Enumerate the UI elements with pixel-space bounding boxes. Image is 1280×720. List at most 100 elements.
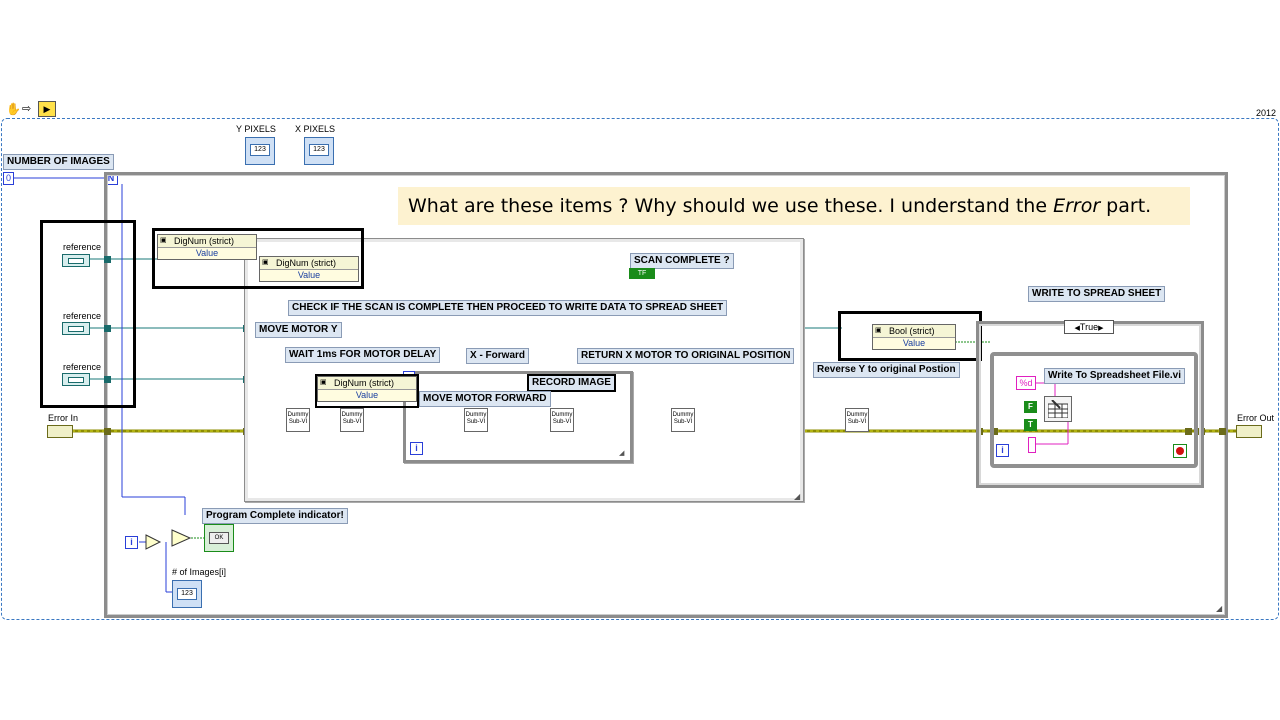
property-value-field[interactable]: Value xyxy=(195,248,219,258)
property-value-field[interactable]: Value xyxy=(355,390,379,400)
reverse-y-label: Reverse Y to original Postion xyxy=(813,362,960,378)
reference-glyph-icon: ▣ xyxy=(875,327,882,334)
number-of-images-label: NUMBER OF IMAGES xyxy=(3,154,114,170)
inner-for-loop-frame[interactable] xyxy=(403,371,633,463)
highlight-box-bool-node xyxy=(838,311,982,361)
resize-handle-icon[interactable]: ◢ xyxy=(794,492,801,501)
highlight-box-property-node-3 xyxy=(315,374,419,408)
string-input[interactable] xyxy=(1028,437,1036,453)
hand-icon[interactable]: ✋ xyxy=(6,102,21,116)
diagram-frame xyxy=(1,118,1279,620)
scan-complete-indicator[interactable]: TF xyxy=(629,268,655,279)
error-out-indicator[interactable] xyxy=(1236,425,1262,438)
resize-handle-icon[interactable]: ◢ xyxy=(1216,604,1223,613)
x-pixels-label: X PIXELS xyxy=(295,124,336,134)
property-node-title: DigNum (strict) xyxy=(276,258,336,268)
stop-dot-icon xyxy=(1176,447,1184,455)
diagram-toolbar: ✋ ⇨ ▶ xyxy=(4,101,58,117)
ok-button-glyph: OK xyxy=(209,532,229,544)
highlight-box-property-nodes xyxy=(152,228,364,289)
resize-handle-icon[interactable]: ◢ xyxy=(619,450,625,457)
iteration-terminal: i xyxy=(410,442,423,455)
error-in-label: Error In xyxy=(48,413,79,423)
property-node-title: DigNum (strict) xyxy=(174,236,234,246)
tunnel xyxy=(104,325,111,332)
dignum-property-node-2[interactable]: ▣ DigNum (strict) Value xyxy=(259,256,359,282)
error-out-label: Error Out xyxy=(1237,413,1275,423)
reference-label-3: reference xyxy=(63,362,102,372)
num-images-indicator[interactable]: 123 xyxy=(172,580,202,608)
reference-label-2: reference xyxy=(63,311,102,321)
stop-condition-icon[interactable] xyxy=(1173,444,1187,458)
write-spreadsheet-icon[interactable] xyxy=(1044,396,1072,422)
reference-control-2[interactable] xyxy=(62,322,90,335)
error-tunnel xyxy=(1219,428,1226,435)
error-tunnel xyxy=(991,428,998,435)
dignum-property-node-1[interactable]: ▣ DigNum (strict) Value xyxy=(157,234,257,260)
reference-control-1[interactable] xyxy=(62,254,90,267)
dignum-property-node-3[interactable]: ▣ DigNum (strict) Value xyxy=(317,376,417,402)
num-images-i-label: # of Images[i] xyxy=(172,567,227,577)
x-pixels-control[interactable]: 123 xyxy=(304,137,334,165)
question-callout: What are these items ? Why should we use… xyxy=(398,187,1190,225)
check-scan-complete-label: CHECK IF THE SCAN IS COMPLETE THEN PROCE… xyxy=(288,300,728,316)
year-label: 2012 xyxy=(1256,108,1277,118)
reference-glyph-icon: ▣ xyxy=(320,379,327,386)
error-tunnel xyxy=(1185,428,1192,435)
error-in-control[interactable] xyxy=(47,425,73,438)
property-node-title: DigNum (strict) xyxy=(334,378,394,388)
numeric-icon: 123 xyxy=(309,144,329,156)
callout-emphasis: Error xyxy=(1053,195,1101,217)
wait-1ms-label: WAIT 1ms FOR MOTOR DELAY xyxy=(285,347,441,363)
iteration-terminal: i xyxy=(996,444,1009,457)
scan-complete-label: SCAN COMPLETE ? xyxy=(630,253,734,269)
n-constant[interactable]: 0 xyxy=(3,172,14,185)
property-value-field[interactable]: Value xyxy=(297,270,321,280)
move-motor-forward-label: MOVE MOTOR FORWARD xyxy=(419,391,551,407)
tunnel xyxy=(104,376,111,383)
run-icon[interactable]: ▶ xyxy=(38,101,56,117)
prev-case-icon[interactable]: ◀ xyxy=(1074,325,1080,332)
iteration-terminal: i xyxy=(125,536,138,549)
case-selector[interactable]: ◀True▶ xyxy=(1064,320,1114,334)
record-image-label: RECORD IMAGE xyxy=(527,374,616,392)
move-motor-y-label: MOVE MOTOR Y xyxy=(255,322,342,338)
return-x-motor-label: RETURN X MOTOR TO ORIGINAL POSITION xyxy=(577,348,795,364)
for-loop-frame[interactable] xyxy=(104,172,1228,618)
while-loop-frame[interactable] xyxy=(990,352,1198,468)
numeric-icon: 123 xyxy=(250,144,270,156)
format-string-constant[interactable]: %d xyxy=(1016,376,1036,390)
spreadsheet-grid-icon xyxy=(1048,400,1068,418)
case-selector-value: True xyxy=(1079,322,1099,332)
error-tunnel xyxy=(104,428,111,435)
write-spreadsheet-vi-label: Write To Spreadsheet File.vi xyxy=(1044,368,1185,384)
tunnel xyxy=(104,256,111,263)
flat-sequence-main[interactable] xyxy=(244,238,804,502)
write-to-spread-sheet-label: WRITE TO SPREAD SHEET xyxy=(1028,286,1166,302)
error-tunnel xyxy=(976,428,983,435)
y-pixels-control[interactable]: 123 xyxy=(245,137,275,165)
program-complete-label: Program Complete indicator! xyxy=(202,508,348,524)
program-complete-indicator[interactable]: OK xyxy=(204,524,234,552)
next-case-icon[interactable]: ▶ xyxy=(1098,325,1104,332)
true-constant[interactable]: T xyxy=(1024,419,1037,431)
reference-label-1: reference xyxy=(63,242,102,252)
property-value-field[interactable]: Value xyxy=(902,338,926,348)
callout-suffix: part. xyxy=(1100,195,1152,217)
false-constant[interactable]: F xyxy=(1024,401,1037,413)
arrow-right-icon[interactable]: ⇨ xyxy=(22,103,32,115)
y-pixels-label: Y PIXELS xyxy=(236,124,276,134)
numeric-icon: 123 xyxy=(177,588,197,600)
highlight-box-references xyxy=(40,220,136,408)
reference-glyph-icon: ▣ xyxy=(262,259,269,266)
reference-control-3[interactable] xyxy=(62,373,90,386)
reference-glyph-icon: ▣ xyxy=(160,237,167,244)
x-forward-label: X - Forward xyxy=(466,348,530,364)
bool-property-node[interactable]: ▣Bool (strict) Value xyxy=(872,324,956,350)
